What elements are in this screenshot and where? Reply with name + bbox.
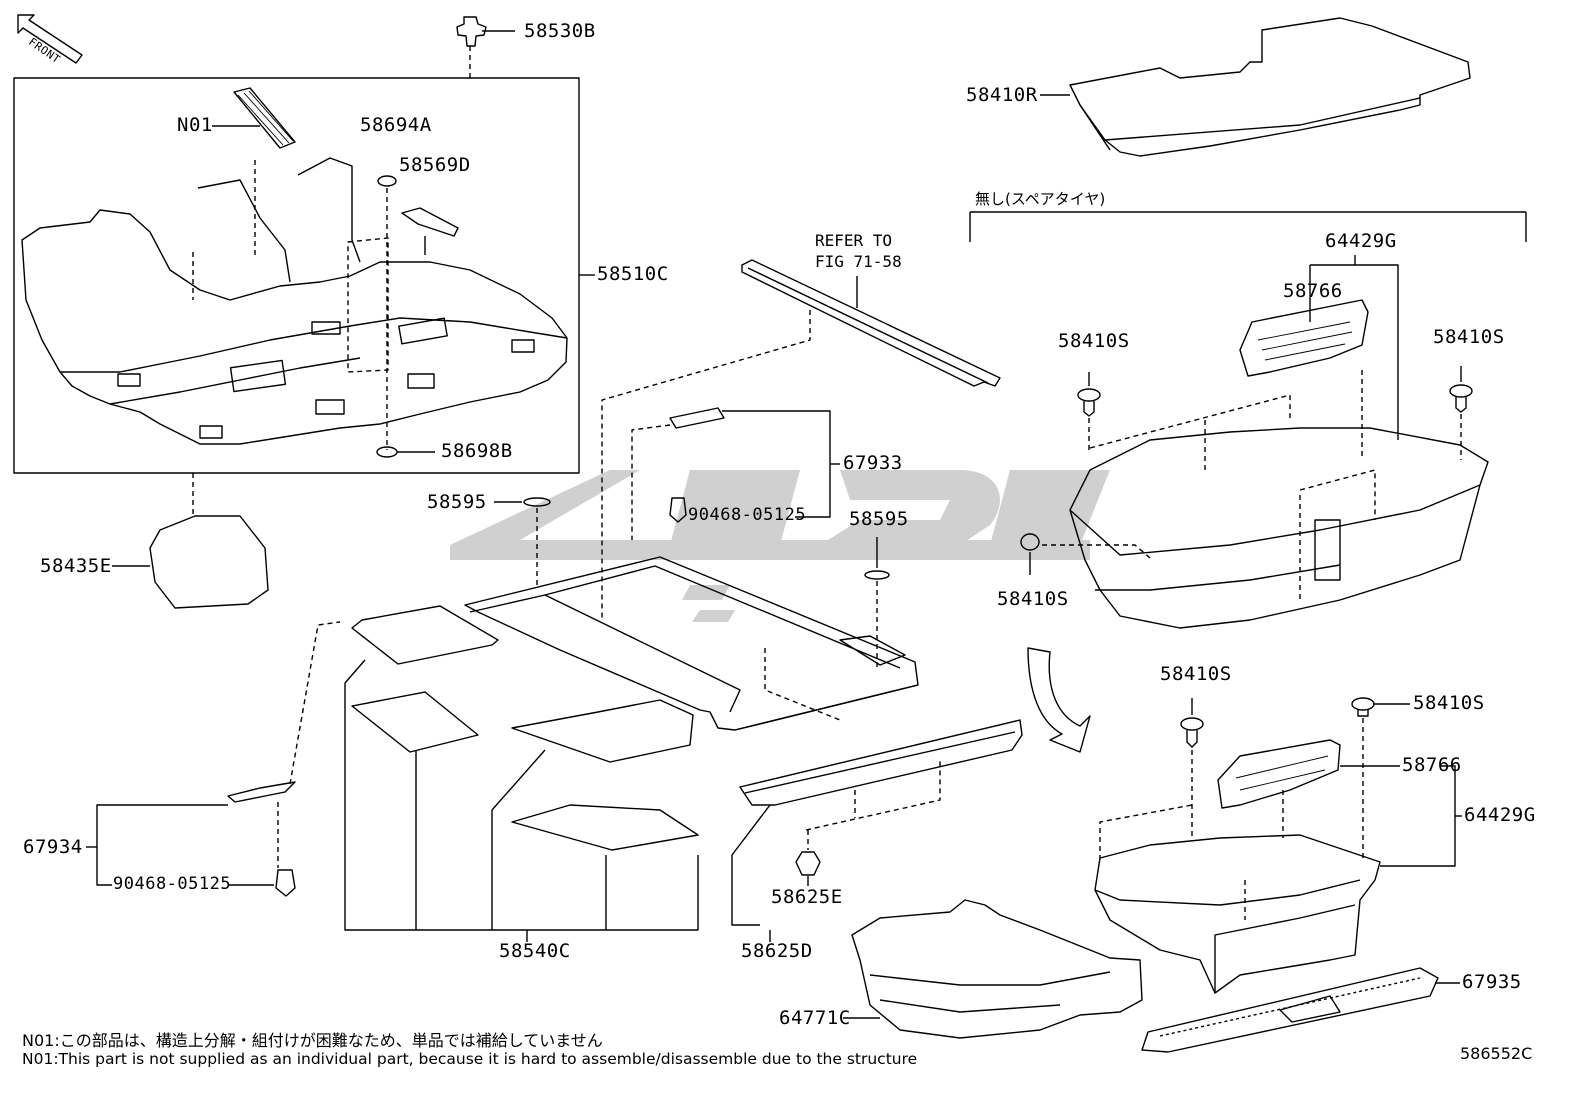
bracket-67933 [631,407,840,540]
scuff-plate-67935 [1141,967,1460,1053]
clip-58625e-icon [795,830,821,886]
storage-box-upper [1069,370,1489,629]
label-58766-bottom: 58766 [1402,754,1462,776]
mat-58435e [112,473,269,609]
transition-arrow-icon [1027,647,1091,753]
fastener-58698b-icon [376,446,435,458]
clip-58410s-a-icon [1077,372,1101,450]
label-58625e: 58625E [771,886,843,908]
floor-carpet-group-frame [13,77,580,474]
refer-to-label: REFER TO FIG 71-58 [815,231,902,271]
label-58766-top: 58766 [1283,280,1343,302]
label-58410s-a: 58410S [1058,330,1130,352]
label-58410r: 58410R [966,84,1038,106]
watermark-graphic [450,470,1110,622]
label-90468-bottom: 90468-05125 [113,874,232,894]
label-67934: 67934 [23,836,83,858]
label-58410s-b: 58410S [1433,326,1505,348]
deck-board-58410r [1040,17,1471,157]
label-58410s-e: 58410S [1413,692,1485,714]
pad-58569d [401,207,459,255]
storage-box-lower [1094,718,1462,994]
label-58595-right: 58595 [849,508,909,530]
label-58694a: 58694A [360,114,432,136]
label-67933: 67933 [843,452,903,474]
label-67935: 67935 [1462,971,1522,993]
label-58698b: 58698B [441,440,513,462]
label-58625d: 58625D [741,940,813,962]
scuff-trim-58625d [731,719,1023,942]
diagram-id: 586552C [1460,1044,1533,1063]
fastener-58595-left-icon [494,497,551,585]
clip-90468-top-icon [669,497,687,523]
label-58530b: 58530B [524,20,596,42]
spare-tire-condition: 無し(スペアタイヤ) [975,190,1106,208]
label-n01: N01 [177,114,213,136]
clip-58530b-icon [456,16,515,80]
note-jp: N01:この部品は、構造上分解・組付けが困難なため、単品では補給していません [22,1031,603,1050]
fastener-58694a-icon [377,175,397,450]
label-58540c: 58540C [499,940,571,962]
label-64429g-bottom: 64429G [1464,804,1536,826]
fastener-58595-right-icon [864,537,890,670]
bracket-67934 [86,621,341,886]
label-64429g-top: 64429G [1325,230,1397,252]
label-58435e: 58435E [40,555,112,577]
label-64771c: 64771C [779,1007,851,1029]
label-58410s-d: 58410S [1160,663,1232,685]
rear-floor-carpet [464,556,919,731]
label-58410s-c: 58410S [997,588,1069,610]
clip-90468-bottom-icon [228,869,296,897]
clip-58410s-d-icon [1180,698,1204,748]
handle-58766-bottom [1217,739,1400,809]
tray-64771c [843,899,1143,1039]
front-arrow-icon [17,14,83,64]
rear-trim-strip [601,259,1001,620]
note-en: N01:This part is not supplied as an indi… [22,1050,918,1068]
clip-58410s-c-icon [1020,533,1151,575]
step-grip-n01 [212,87,296,149]
clip-58410s-e-icon [1351,697,1410,717]
floor-mat-set-58540c [344,605,699,942]
label-90468-top: 90468-05125 [688,505,807,525]
label-58595-left: 58595 [427,491,487,513]
label-58569d: 58569D [399,154,471,176]
clip-58410s-b-icon [1449,366,1473,460]
handle-58766-top [1239,255,1399,440]
label-58510c: 58510C [597,263,669,285]
front-floor-carpet-58510c [21,157,568,445]
